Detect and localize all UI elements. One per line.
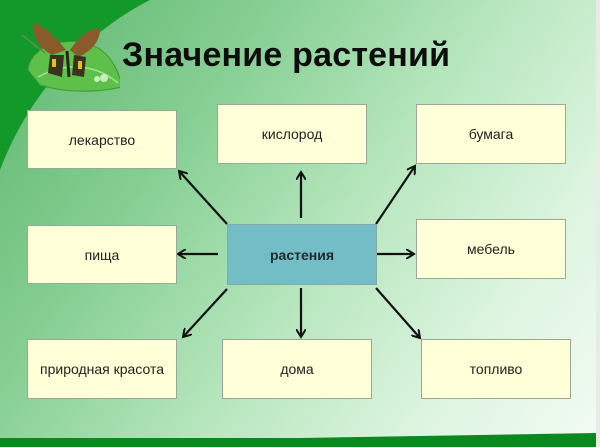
right-edge-strip: [596, 0, 600, 447]
butterfly-on-leaf-icon: [10, 15, 123, 100]
node-label: лекарство: [68, 131, 136, 148]
node-label: бумага: [468, 126, 514, 142]
node-label: кислород: [261, 126, 323, 142]
node-label: топливо: [469, 361, 523, 377]
arrow-to-natural-beauty: [183, 288, 228, 337]
node-food: пища: [27, 225, 177, 284]
center-label: растения: [270, 246, 334, 263]
node-label: дома: [280, 361, 314, 377]
arrow-to-paper: [375, 166, 415, 225]
node-label: природная красота: [40, 361, 164, 377]
node-fuel: топливо: [421, 339, 571, 399]
node-furniture: мебель: [416, 219, 566, 279]
node-label: пища: [84, 246, 120, 263]
node-paper: бумага: [416, 104, 566, 164]
arrow-to-medicine: [179, 171, 228, 225]
arrow-to-fuel: [375, 287, 420, 338]
node-natural-beauty: природная красота: [27, 339, 177, 399]
node-medicine: лекарство: [27, 110, 177, 169]
page-title: Значение растений: [122, 36, 451, 74]
node-label: мебель: [467, 241, 515, 257]
node-center-plants: растения: [227, 224, 377, 285]
node-oxygen: кислород: [217, 104, 367, 164]
node-houses: дома: [222, 339, 372, 399]
